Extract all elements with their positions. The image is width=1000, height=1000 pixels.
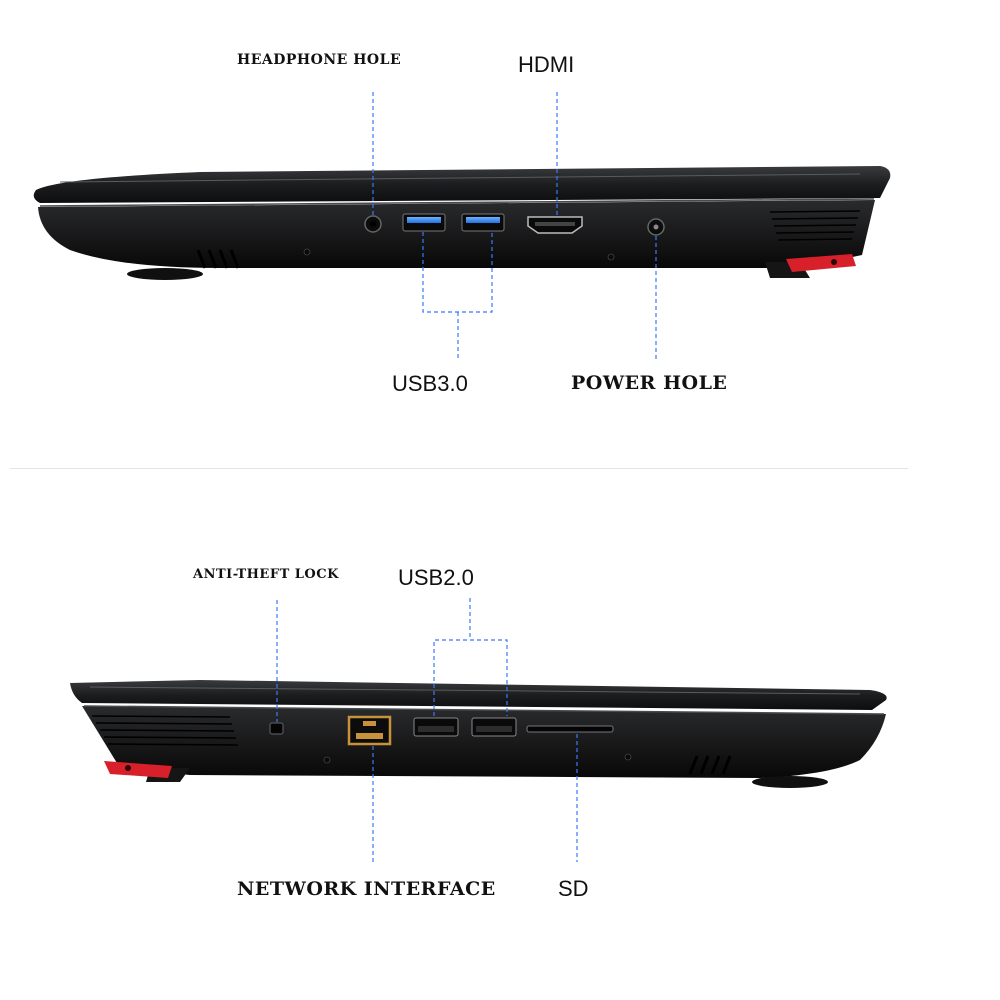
usb2-port [471, 717, 517, 737]
hdmi-label: HDMI [518, 52, 575, 77]
usb2-port [413, 717, 459, 737]
headphone-hole-label: HEADPHONE HOLE [237, 52, 402, 68]
section-divider [10, 468, 908, 469]
speaker-vent [688, 755, 732, 775]
usb3-label: USB3.0 [392, 371, 468, 396]
callout-lines-top [372, 92, 657, 360]
laptop-left-side [70, 680, 887, 788]
sd-label: SD [558, 876, 589, 901]
power-hole-label: POWER HOLE [571, 372, 728, 394]
anti-theft-lock-slot [269, 722, 284, 735]
speaker-vent [196, 249, 240, 269]
hdmi-port [527, 216, 583, 234]
power-jack [647, 218, 665, 236]
usb3-port [402, 213, 446, 232]
rj45-port [347, 715, 392, 746]
usb3-port [461, 213, 505, 232]
usb2-label: USB2.0 [398, 565, 474, 590]
sd-card-slot [526, 725, 614, 733]
anti-theft-lock-label: ANTI-THEFT LOCK [193, 567, 339, 582]
callout-lines-bottom [276, 598, 578, 862]
network-interface-label: NETWORK INTERFACE [237, 878, 496, 900]
laptop-right-side [33, 166, 891, 280]
headphone-jack [364, 215, 382, 233]
